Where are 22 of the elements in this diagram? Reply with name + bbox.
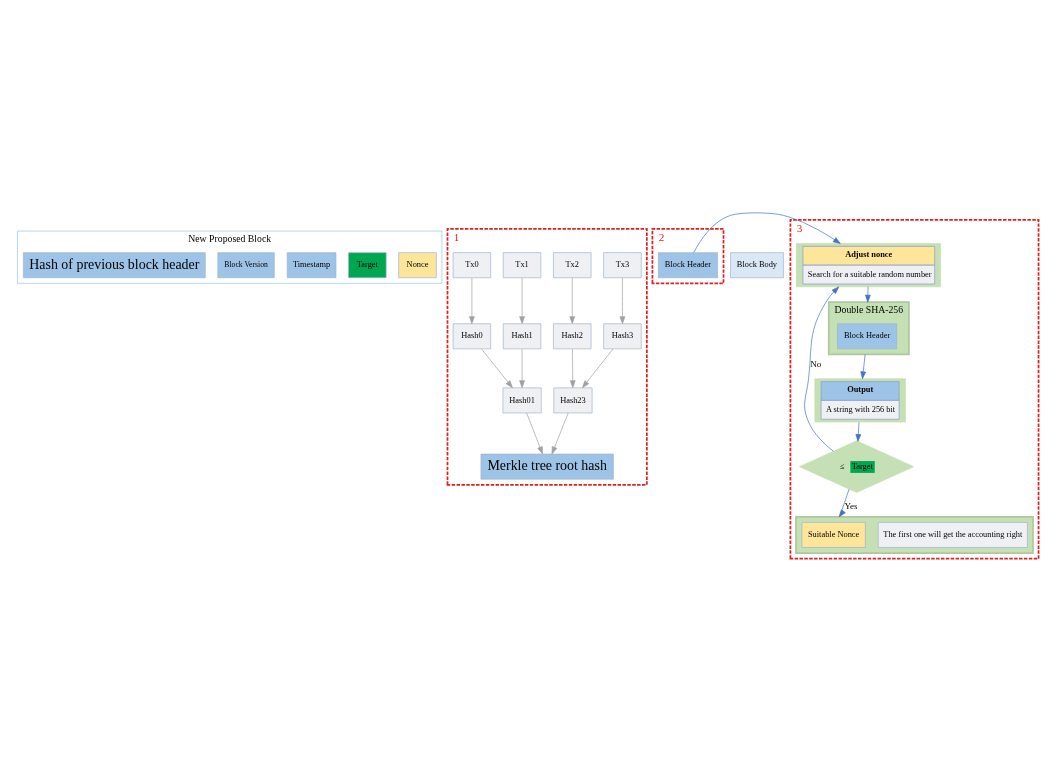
arrow	[481, 348, 513, 388]
arrow	[804, 286, 840, 452]
arrow	[569, 277, 576, 324]
node-box: Block Version	[217, 251, 275, 278]
arrow	[855, 421, 862, 442]
arrow	[838, 488, 850, 517]
arrow	[865, 285, 871, 302]
arrow	[860, 353, 866, 379]
arrow	[582, 348, 614, 388]
arrow	[526, 412, 543, 454]
edge-label: Yes	[844, 500, 858, 511]
node-box: Merkle tree root hash	[480, 453, 614, 480]
arrow	[569, 348, 576, 388]
node-box: Hash of previous block header	[23, 251, 206, 278]
arrow	[519, 277, 525, 324]
arrow	[519, 348, 525, 388]
edge-label: No	[810, 358, 822, 369]
arrow	[693, 212, 841, 253]
cluster	[795, 515, 1034, 554]
arrow	[469, 277, 475, 324]
arrow	[551, 412, 569, 454]
arrow	[619, 277, 626, 324]
